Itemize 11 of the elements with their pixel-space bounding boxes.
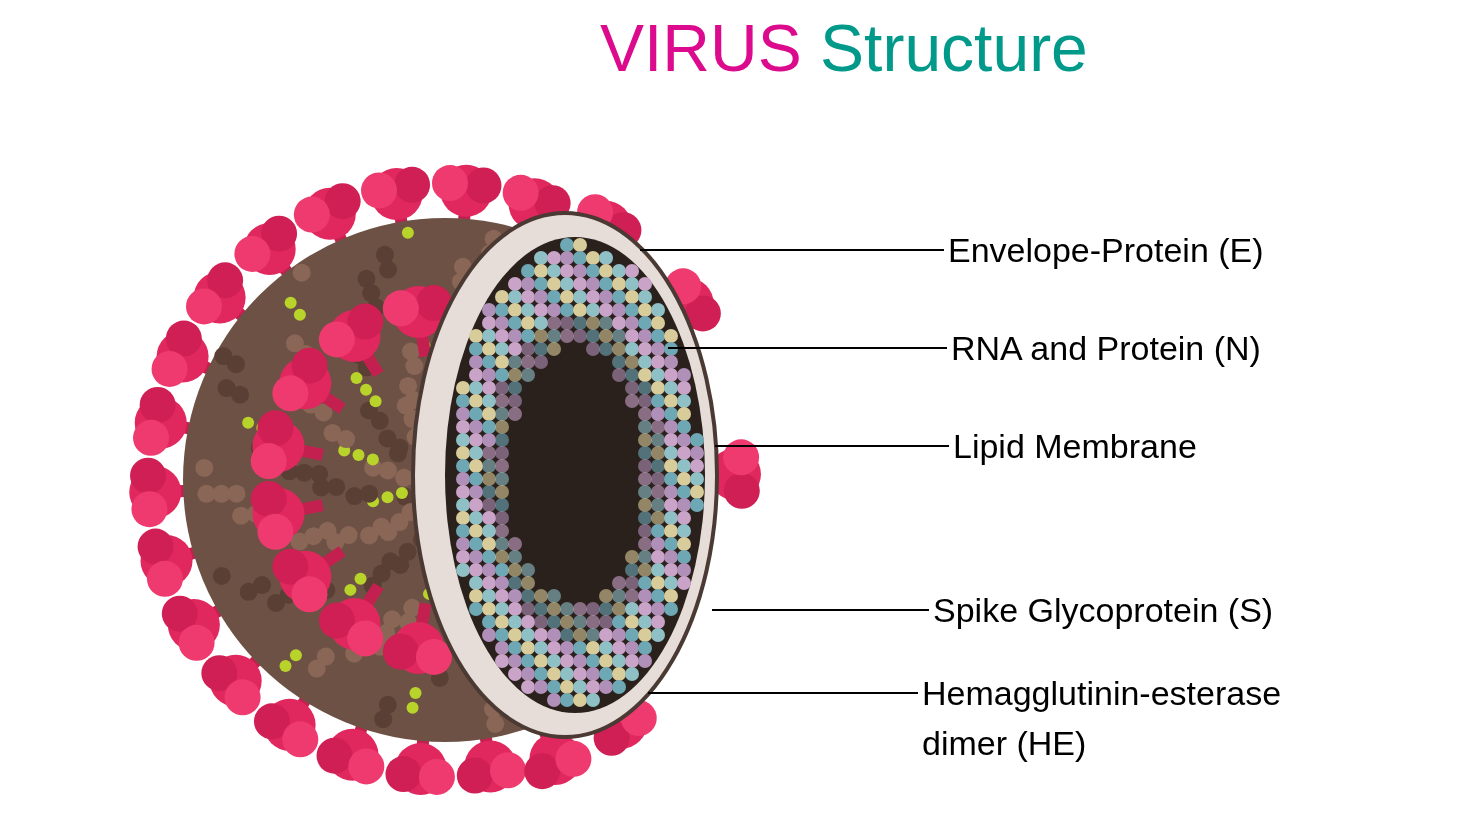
leader-line	[714, 445, 950, 447]
leader-line	[647, 692, 919, 694]
title: VIRUS Structure	[600, 10, 1088, 87]
leader-line	[711, 609, 930, 611]
part-label: Lipid Membrane	[953, 421, 1373, 471]
part-label: RNA and Protein (N)	[951, 323, 1371, 373]
part-label: Spike Glycoprotein (S)	[933, 585, 1353, 635]
part-label: Envelope-Protein (E)	[948, 225, 1368, 275]
part-label: Hemagglutinin-esterase dimer (HE)	[922, 668, 1342, 768]
leader-line	[639, 249, 945, 251]
leader-line	[667, 347, 948, 349]
